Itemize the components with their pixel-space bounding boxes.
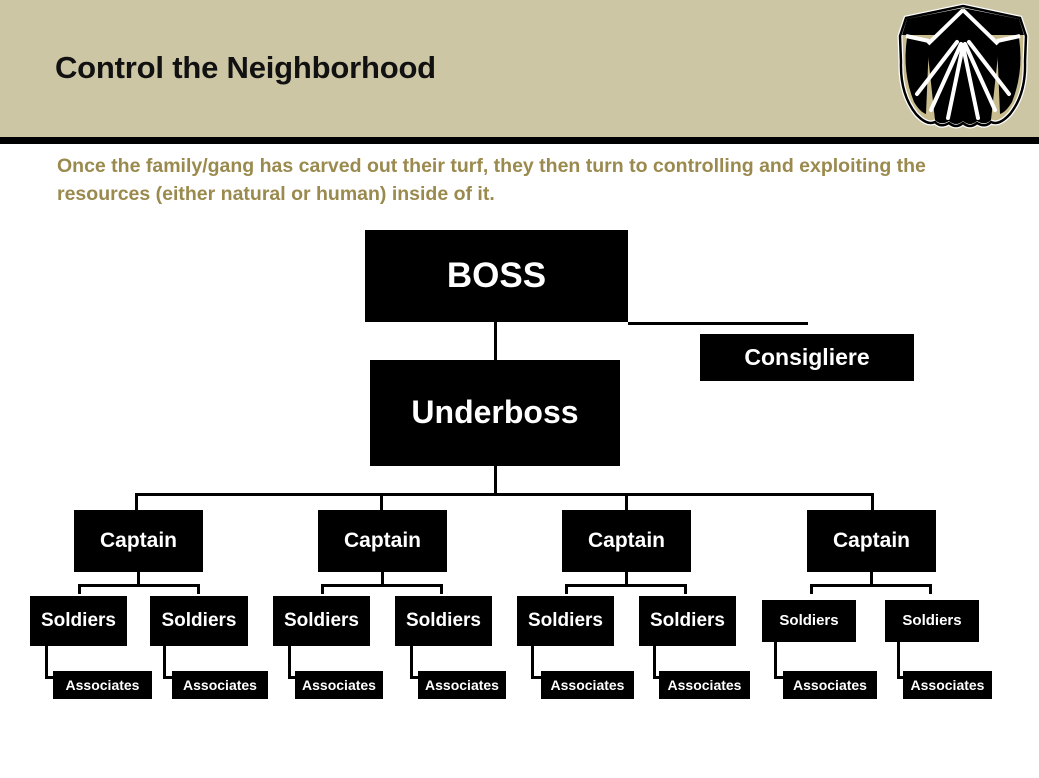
- org-node-soldiers-8[interactable]: Soldiers: [885, 600, 979, 642]
- connector-captain-4-drop: [871, 493, 874, 511]
- org-node-associates-6[interactable]: Associates: [659, 671, 750, 699]
- org-node-associates-4[interactable]: Associates: [418, 671, 506, 699]
- org-node-associates-1[interactable]: Associates: [53, 671, 152, 699]
- connector-captain-3-drop-2: [625, 572, 628, 584]
- connector-assoc-7-v: [774, 642, 777, 679]
- connector-assoc-3-v: [288, 646, 291, 679]
- connector-captain-3-drop: [625, 493, 628, 511]
- connector-soldier-8-drop: [929, 584, 932, 594]
- connector-assoc-5-v: [531, 646, 534, 679]
- org-node-soldiers-7[interactable]: Soldiers: [762, 600, 856, 642]
- page-title: Control the Neighborhood: [55, 50, 436, 85]
- connector-soldier-6-drop: [684, 584, 687, 594]
- org-node-associates-5[interactable]: Associates: [541, 671, 634, 699]
- org-node-soldiers-2[interactable]: Soldiers: [150, 596, 248, 646]
- connector-soldier-7-drop: [810, 584, 813, 594]
- org-node-soldiers-6[interactable]: Soldiers: [639, 596, 736, 646]
- connector-soldier-4-drop: [440, 584, 443, 594]
- org-node-soldiers-4[interactable]: Soldiers: [395, 596, 492, 646]
- org-node-captain-1[interactable]: Captain: [74, 510, 203, 572]
- org-node-soldiers-5[interactable]: Soldiers: [517, 596, 614, 646]
- connector-soldiers-bus-4: [810, 584, 932, 587]
- connector-underboss-drop: [494, 466, 497, 493]
- header-band: [0, 0, 1039, 137]
- connector-soldier-5-drop: [565, 584, 568, 594]
- connector-captain-4-drop-2: [870, 572, 873, 584]
- connector-soldier-3-drop: [321, 584, 324, 594]
- connector-captain-1-drop: [135, 493, 138, 511]
- connector-captain-2-drop-2: [381, 572, 384, 584]
- org-node-soldiers-1[interactable]: Soldiers: [30, 596, 127, 646]
- org-node-associates-8[interactable]: Associates: [903, 671, 992, 699]
- scallop-shell-logo: [895, 2, 1031, 134]
- connector-captains-bus: [135, 493, 874, 496]
- org-node-associates-2[interactable]: Associates: [172, 671, 268, 699]
- org-node-soldiers-3[interactable]: Soldiers: [273, 596, 370, 646]
- connector-soldier-1-drop: [78, 584, 81, 594]
- connector-boss-to-underboss: [494, 322, 497, 360]
- connector-captain-2-drop: [380, 493, 383, 511]
- header-divider-rule: [0, 137, 1039, 144]
- org-node-associates-7[interactable]: Associates: [783, 671, 877, 699]
- org-node-consigliere[interactable]: Consigliere: [700, 334, 914, 381]
- org-node-associates-3[interactable]: Associates: [295, 671, 383, 699]
- org-node-captain-3[interactable]: Captain: [562, 510, 691, 572]
- connector-assoc-1-v: [45, 646, 48, 679]
- connector-assoc-2-v: [163, 646, 166, 679]
- org-node-captain-2[interactable]: Captain: [318, 510, 447, 572]
- connector-boss-to-consigliere: [628, 322, 808, 325]
- connector-soldiers-bus-3: [565, 584, 687, 587]
- org-node-underboss[interactable]: Underboss: [370, 360, 620, 466]
- slide-subtitle: Once the family/gang has carved out thei…: [57, 155, 926, 205]
- org-node-captain-4[interactable]: Captain: [807, 510, 936, 572]
- connector-soldier-2-drop: [197, 584, 200, 594]
- org-node-boss[interactable]: BOSS: [365, 230, 628, 322]
- connector-soldiers-bus-2: [321, 584, 443, 587]
- connector-assoc-6-v: [653, 646, 656, 679]
- connector-assoc-8-v: [897, 642, 900, 679]
- connector-soldiers-bus-1: [78, 584, 200, 587]
- connector-assoc-4-v: [410, 646, 413, 679]
- connector-captain-1-drop-2: [137, 572, 140, 584]
